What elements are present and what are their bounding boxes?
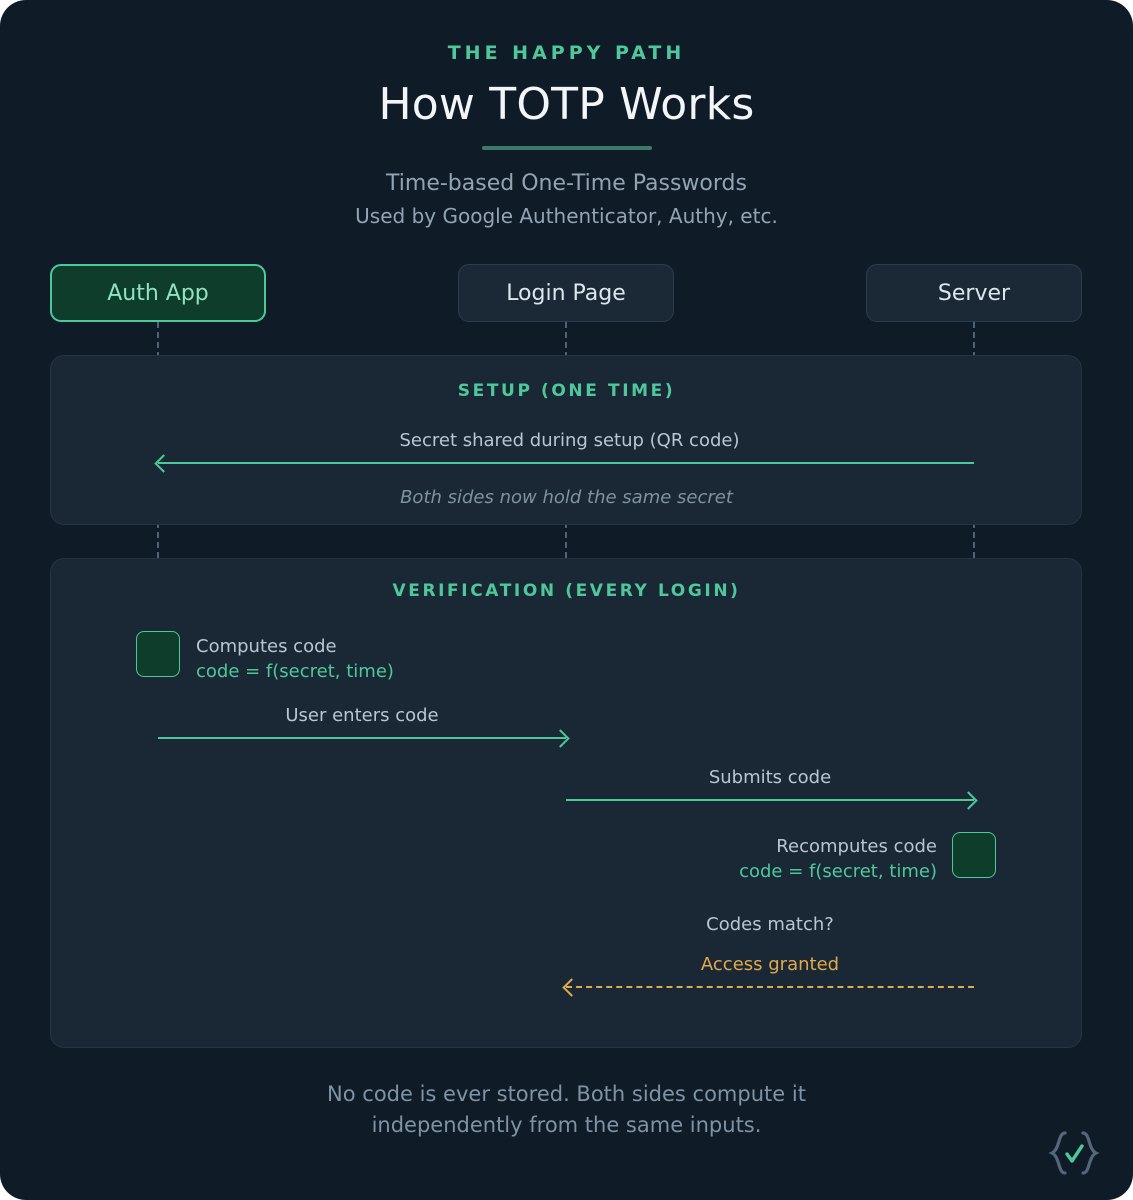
actor-auth-app[interactable]: Auth App: [50, 264, 266, 322]
message-label-secret-shared: Secret shared during setup (QR code): [399, 430, 740, 451]
actor-label: Login Page: [506, 280, 626, 306]
actor-label: Server: [937, 280, 1011, 306]
footer-line-1: No code is ever stored. Both sides compu…: [327, 1082, 806, 1106]
subtitle-line-1: Time-based One-Time Passwords: [386, 171, 747, 196]
activation-label-line-1: Recomputes code: [776, 836, 937, 857]
actor-login-page[interactable]: Login Page: [458, 264, 674, 322]
message-arrow-access-granted: [562, 978, 974, 997]
message-arrow-secret-shared: [154, 454, 974, 473]
message-arrow-user-enters-code: [158, 729, 570, 748]
actor-server[interactable]: Server: [866, 264, 1082, 322]
message-label-codes-match: Codes match?: [706, 914, 834, 935]
braces-check-logo: [1043, 1128, 1105, 1178]
eyebrow-label: THE HAPPY PATH: [447, 42, 686, 64]
footer-note: No code is ever stored. Both sides compu…: [0, 1079, 1133, 1141]
activation-box-server: [952, 832, 996, 878]
activation-label-computes-code: Computes code code = f(secret, time): [196, 634, 394, 684]
message-label-submits-code: Submits code: [708, 767, 832, 788]
page-title: How TOTP Works: [378, 79, 755, 130]
section-panel-verification: [50, 558, 1082, 1048]
section-label-verification: VERIFICATION (EVERY LOGIN): [392, 581, 741, 601]
activation-label-line-1: Computes code: [196, 636, 337, 657]
activation-label-line-2: code = f(secret, time): [196, 661, 394, 682]
section-label-setup: SETUP (ONE TIME): [457, 381, 676, 401]
actor-label: Auth App: [107, 280, 209, 306]
message-arrow-submits-code: [566, 791, 978, 810]
section-panel-setup: [50, 355, 1082, 525]
footer-line-2: independently from the same inputs.: [371, 1113, 762, 1137]
message-label-user-enters-code: User enters code: [285, 705, 439, 726]
subtitle-line-2: Used by Google Authenticator, Authy, etc…: [355, 204, 778, 228]
activation-label-line-2: code = f(secret, time): [739, 861, 937, 882]
activation-label-recomputes-code: Recomputes code code = f(secret, time): [612, 834, 937, 884]
activation-box-auth-app: [136, 631, 180, 677]
section-note-setup: Both sides now hold the same secret: [400, 487, 733, 508]
message-label-access-granted: Access granted: [700, 954, 840, 975]
title-underline: [482, 146, 652, 150]
